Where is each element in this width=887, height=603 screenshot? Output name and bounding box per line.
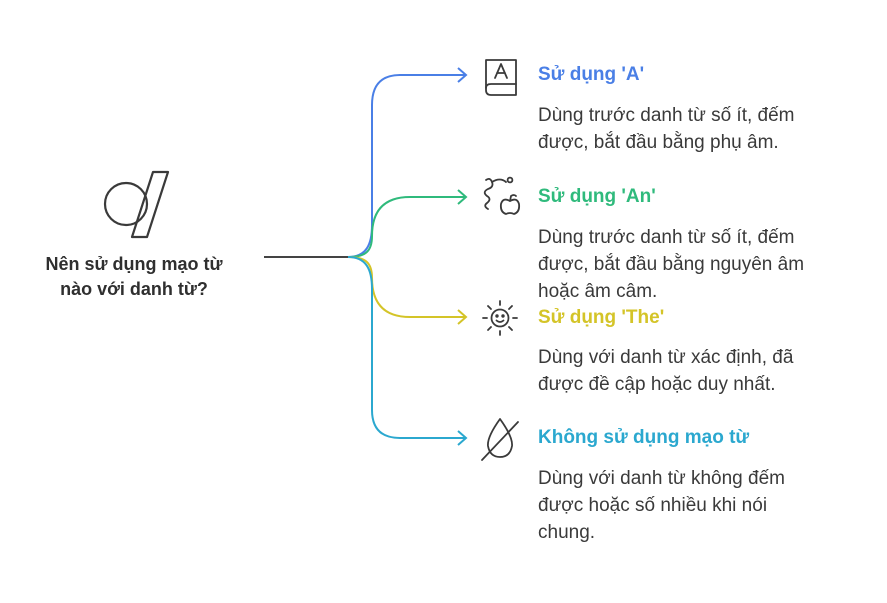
branch-desc-an-line2: được, bắt đầu bằng nguyên âm [538,254,805,275]
branch-desc-a-line1: Dùng trước danh từ số ít, đếm [538,105,795,126]
branch-title-a: Sử dụng 'A' [538,64,645,85]
branch-desc-the: Dùng với danh từ xác định, đã được đề cậ… [538,344,868,398]
branch-desc-none-line2: được hoặc số nhiều khi nói [538,495,768,516]
connector-none [347,256,466,439]
branch-desc-none: Dùng với danh từ không đếm được hoặc số … [538,465,868,546]
branch-title-none: Không sử dụng mạo từ [538,427,750,448]
arrow-the [457,309,468,325]
branch-title-an: Sử dụng 'An' [538,186,656,207]
connector-an [347,196,466,258]
question-line-1: Nên sử dụng mạo từ [45,254,223,274]
branch-desc-a: Dùng trước danh từ số ít, đếm được, bắt … [538,102,868,156]
connector-the [347,256,466,318]
article-symbol-icon [103,170,170,239]
arrow-none [457,430,468,446]
branch-desc-a-line2: được, bắt đầu bằng phụ âm. [538,132,779,153]
apple-worm-icon [483,176,521,215]
slashed-drop-icon [481,418,519,461]
arrow-an [457,189,468,205]
branch-desc-the-line2: được đề cập hoặc duy nhất. [538,374,776,395]
branch-desc-an-line1: Dùng trước danh từ số ít, đếm [538,227,795,248]
branch-desc-none-line3: chung. [538,522,596,543]
question-line-2: nào với danh từ? [60,279,208,299]
branch-desc-an-line3: hoặc âm câm. [538,281,658,302]
sun-icon [482,300,518,336]
branch-title-the: Sử dụng 'The' [538,307,665,328]
branch-desc-the-line1: Dùng với danh từ xác định, đã [538,347,794,368]
branch-desc-an: Dùng trước danh từ số ít, đếm được, bắt … [538,224,868,305]
arrow-a [457,67,468,83]
central-question: Nên sử dụng mạo từ nào với danh từ? [18,252,250,302]
branch-desc-none-line1: Dùng với danh từ không đếm [538,468,785,489]
book-a-icon [485,59,517,96]
connector-a [347,74,466,258]
